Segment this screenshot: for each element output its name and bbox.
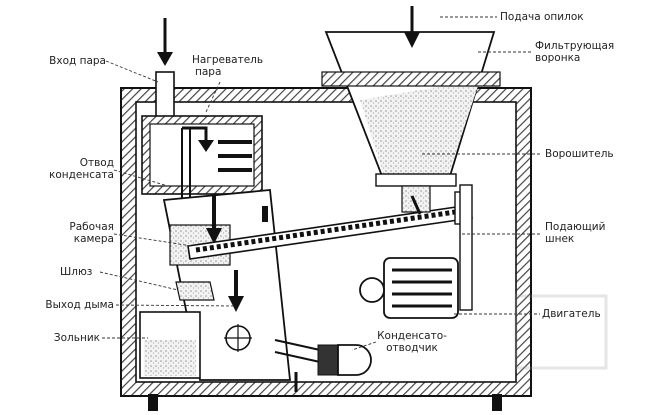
label-screw-line1: Подающий: [545, 221, 606, 233]
leader-heater: [205, 81, 221, 113]
smoke-outlet: [224, 270, 252, 352]
condensate-trap: [274, 339, 372, 392]
label-ash-pan: Зольник: [53, 332, 100, 344]
label-screw-line2: шнек: [545, 233, 575, 245]
label-motor: Двигатель: [542, 308, 601, 320]
leader-steam-inlet: [105, 60, 159, 83]
watermark-logo: [514, 294, 608, 370]
label-heater-line2: пара: [195, 66, 222, 78]
label-heater-line1: Нагреватель: [192, 54, 264, 66]
label-trap: Конденсато- отводчик: [362, 330, 462, 354]
label-chamber-line1: Рабочая: [69, 221, 114, 233]
leader-smoke-outlet: [115, 304, 237, 307]
leader-condensate-drain: [113, 169, 169, 187]
label-sluice: Шлюз: [60, 266, 93, 278]
filter-funnel: [321, 6, 501, 187]
label-chamber-line2: камера: [73, 233, 114, 245]
ash-pan: [139, 311, 201, 379]
leader-sluice: [99, 271, 179, 291]
sluice: [175, 281, 215, 301]
label-condensate-drain-line1: Отвод: [79, 157, 114, 169]
steam-heater: [141, 115, 263, 210]
label-heater: Нагреватель пара: [192, 54, 263, 78]
label-screw: Подающий шнек: [545, 221, 605, 245]
steam-arrow-icon: [157, 52, 173, 66]
steam-inlet-pipe: [155, 18, 175, 121]
motor: [359, 184, 473, 319]
label-agitator: Ворошитель: [545, 148, 614, 160]
label-sawdust-feed: Подача опилок: [500, 11, 584, 23]
label-smoke-outlet: Выход дыма: [45, 299, 114, 311]
label-steam-inlet: Вход пара: [49, 55, 106, 67]
label-funnel: Фильтрующая воронка: [535, 40, 614, 64]
leader-chamber: [113, 233, 193, 247]
label-funnel-line2: воронка: [535, 52, 581, 64]
label-funnel-line1: Фильтрующая: [535, 40, 615, 52]
leader-lines: [99, 16, 542, 351]
label-trap-line2: отводчик: [386, 342, 438, 354]
label-chamber: Рабочая камера: [18, 221, 114, 245]
label-condensate-drain-line2: конденсата: [49, 169, 114, 181]
sawdust-arrow-icon: [404, 32, 420, 48]
leader-trap: [351, 341, 377, 351]
label-trap-line1: Конденсато-: [377, 330, 447, 342]
agitator: [401, 185, 431, 215]
label-condensate-drain: Отвод конденсата: [18, 157, 114, 181]
